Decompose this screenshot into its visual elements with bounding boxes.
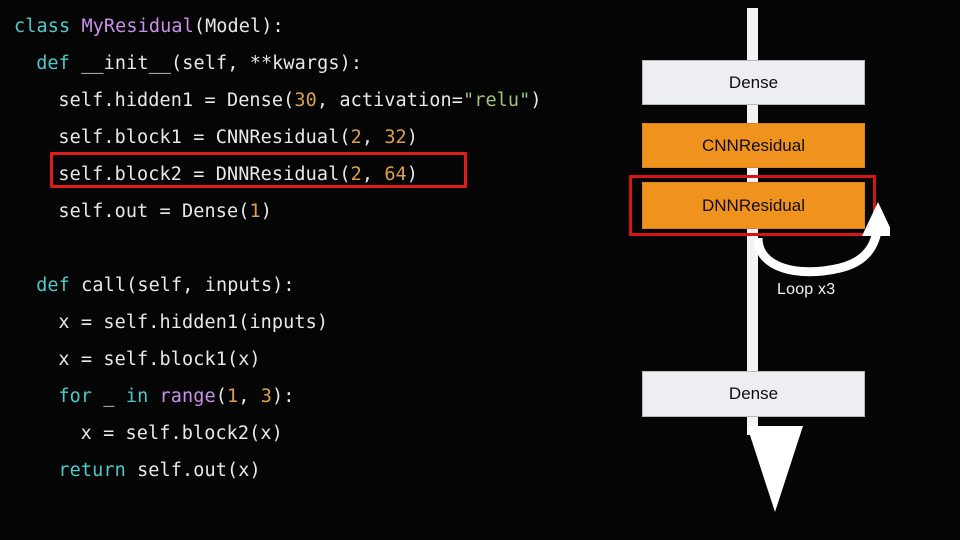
- code-token: ,: [361, 127, 385, 148]
- code-line: def __init__(self, **kwargs):: [36, 45, 362, 82]
- code-token: return: [58, 460, 138, 481]
- code-token: 2: [350, 164, 362, 185]
- diagram-node-dnnresidual[interactable]: DNNResidual: [642, 182, 865, 229]
- code-token: call(self, inputs):: [81, 275, 295, 296]
- code-line: return self.out(x): [58, 452, 260, 489]
- code-token: x = self.block2(x): [80, 423, 283, 444]
- code-token: MyResidual: [81, 16, 194, 37]
- code-token: ):: [271, 386, 295, 407]
- code-token: 30: [294, 90, 317, 111]
- flow-spine-segment: [747, 103, 758, 125]
- code-token: 64: [384, 164, 407, 185]
- diagram-node-dense[interactable]: Dense: [642, 371, 865, 417]
- code-token: self.block1 = CNNResidual(: [58, 127, 351, 148]
- code-line: self.out = Dense(1): [58, 193, 272, 230]
- code-token: 1: [249, 201, 261, 222]
- code-token: ,: [238, 386, 261, 407]
- code-line: x = self.hidden1(inputs): [58, 304, 328, 341]
- code-token: for: [58, 386, 104, 407]
- diagram-node-dense[interactable]: Dense: [642, 60, 865, 105]
- code-line: for _ in range(1, 3):: [58, 378, 294, 415]
- code-line: x = self.block2(x): [81, 415, 283, 452]
- flow-spine-segment: [747, 227, 758, 373]
- code-line: def call(self, inputs):: [36, 267, 294, 304]
- code-token: 2: [350, 127, 362, 148]
- code-token: ): [260, 201, 272, 222]
- code-line: class MyResidual(Model):: [14, 8, 284, 45]
- flow-spine-segment: [747, 8, 758, 62]
- code-token: class: [14, 16, 82, 37]
- code-token: ): [406, 164, 419, 185]
- code-line: self.hidden1 = Dense(30, activation="rel…: [58, 82, 541, 119]
- code-token: "relu": [462, 90, 531, 111]
- code-token: 32: [384, 127, 407, 148]
- loop-back-arrow-icon: [753, 202, 890, 277]
- code-token: ): [530, 90, 542, 111]
- code-highlight-box: [50, 152, 467, 188]
- code-token: 3: [260, 386, 272, 407]
- code-token: (Model):: [193, 16, 284, 37]
- code-token: ): [406, 127, 419, 148]
- code-token: , activation=: [316, 90, 463, 111]
- code-token: self.block2 = DNNResidual(: [58, 164, 351, 185]
- code-line: self.block1 = CNNResidual(2, 32): [58, 119, 418, 156]
- code-token: def: [36, 53, 82, 74]
- code-token: self.hidden1 = Dense(: [58, 90, 295, 111]
- code-line: self.block2 = DNNResidual(2, 64): [58, 156, 418, 193]
- code-token: self.out(x): [137, 460, 261, 481]
- code-token: 1: [227, 386, 239, 407]
- code-token: self.out = Dense(: [58, 201, 250, 222]
- code-token: (: [215, 386, 227, 407]
- diagram-highlight-box: [629, 175, 876, 236]
- code-panel: class MyResidual(Model):def __init__(sel…: [14, 8, 542, 489]
- code-token: in: [125, 386, 160, 407]
- diagram-node-label: Dense: [728, 384, 779, 403]
- code-token: _: [103, 386, 126, 407]
- flow-spine-segment: [747, 415, 758, 435]
- code-token: range: [159, 386, 216, 407]
- code-token: __init__(self, **kwargs):: [81, 53, 363, 74]
- diagram-node-cnnresidual[interactable]: CNNResidual: [642, 123, 865, 168]
- code-token: def: [36, 275, 82, 296]
- code-token: x = self.block1(x): [58, 349, 261, 370]
- code-line: x = self.block1(x): [58, 341, 260, 378]
- code-token: x = self.hidden1(inputs): [58, 312, 329, 333]
- loop-label: Loop x3: [777, 281, 836, 298]
- output-arrow-icon: [747, 426, 803, 512]
- code-token: ,: [361, 164, 385, 185]
- diagram-node-label: CNNResidual: [702, 135, 805, 155]
- diagram-node-label: DNNResidual: [702, 195, 805, 215]
- diagram-node-label: Dense: [728, 72, 779, 92]
